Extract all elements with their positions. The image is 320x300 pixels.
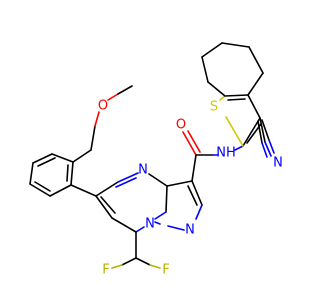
bridgehead-nitrogen-label: N bbox=[145, 217, 155, 232]
methoxyphenyl-ring bbox=[29, 153, 74, 197]
fluorine-left-label: F bbox=[102, 263, 109, 278]
amide-nh-label: NH bbox=[216, 146, 236, 161]
amide-oxygen-label: O bbox=[176, 118, 186, 133]
pyrimidine-ring bbox=[70, 172, 168, 233]
structure-drawing: O O NH N S N N N F F bbox=[29, 42, 283, 278]
difluoromethyl-group bbox=[111, 231, 161, 269]
nitrile-group bbox=[257, 117, 275, 158]
pyrazole-nitrogen-label: N bbox=[185, 223, 195, 238]
methoxy-group bbox=[72, 85, 133, 163]
methoxy-oxygen-label: O bbox=[98, 99, 108, 114]
molecule-diagram: O O NH N S N N N F F bbox=[29, 42, 283, 278]
pyrazole-ring bbox=[154, 180, 203, 231]
thiophene-sulfur-label: S bbox=[210, 100, 218, 115]
thiophene-ring bbox=[219, 94, 262, 147]
pyrimidine-nitrogen-label: N bbox=[138, 163, 148, 178]
carboxamide-group bbox=[182, 130, 244, 182]
fluorine-right-label: F bbox=[162, 263, 169, 278]
cyclohexene-ring bbox=[201, 42, 264, 97]
nitrile-nitrogen-label: N bbox=[273, 156, 283, 171]
atom-labels: O O NH N S N N N F F bbox=[98, 99, 283, 278]
